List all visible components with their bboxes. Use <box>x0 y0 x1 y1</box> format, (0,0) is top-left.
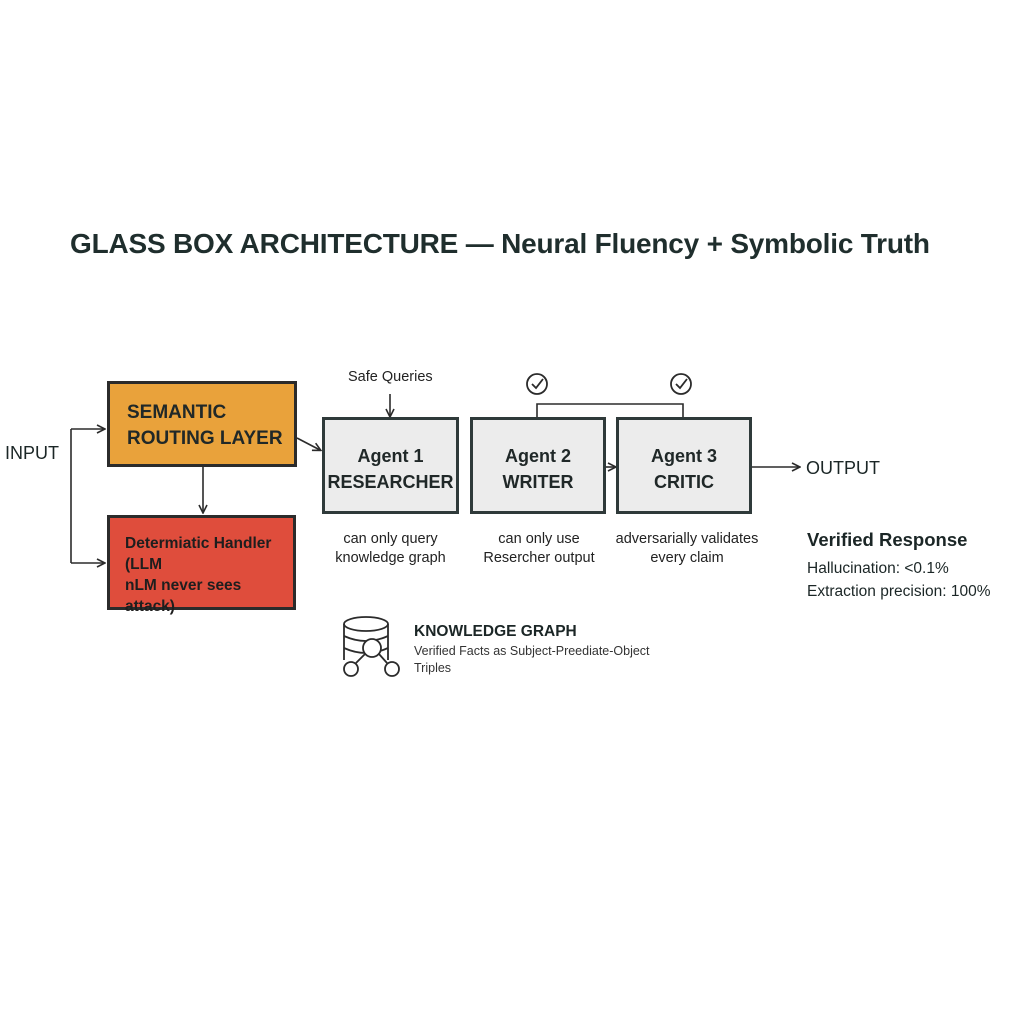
agent-2-caption: can only use Resercher output <box>464 530 614 568</box>
routing-to-agent1-arrow <box>296 437 320 450</box>
handler-label-line1: Determiatic Handler <box>125 535 272 552</box>
routing-label-line2: ROUTING LAYER <box>127 428 283 449</box>
verified-response-heading: Verified Response <box>807 529 968 550</box>
agent-1-role: RESEARCHER <box>327 472 454 492</box>
agent-2-box: Agent 2 WRITER <box>470 417 606 514</box>
semantic-routing-box: SEMANTIC ROUTING LAYER <box>107 381 297 467</box>
deterministic-handler-box: Determiatic Handler (LLM nLM never sees … <box>107 515 296 615</box>
verified-response-panel: Verified Response Hallucination: <0.1% E… <box>807 529 991 603</box>
agent-2-name: Agent 2 <box>504 446 571 466</box>
agent-1-caption-line2: knowledge graph <box>335 550 446 566</box>
agent-2-caption-line1: can only use <box>498 531 580 547</box>
agent-3-name: Agent 3 <box>650 446 717 466</box>
agent-3-caption-line1: adversarially validates <box>615 531 759 547</box>
agent-1-caption: can only query knowledge graph <box>322 530 459 568</box>
handler-label-line3: nLM never sees attack) <box>125 577 242 615</box>
database-graph-icon <box>343 616 400 677</box>
agent-1-name: Agent 1 <box>357 446 424 466</box>
agent2-agent3-bracket <box>536 403 684 417</box>
agent-1-caption-line1: can only query <box>343 531 438 547</box>
agent-3-role: CRITIC <box>654 472 714 492</box>
extraction-precision-metric: Extraction precision: 100% <box>807 583 991 600</box>
agent-2-role: WRITER <box>502 472 574 492</box>
agent-3-box: Agent 3 CRITIC <box>616 417 752 514</box>
check-circle-icon <box>526 373 548 395</box>
agent-3-caption: adversarially validates every claim <box>604 530 770 568</box>
knowledge-graph-desc-line2: Triples <box>414 661 452 675</box>
check-circle-icon <box>670 373 692 395</box>
handler-label-line2: (LLM <box>125 556 163 573</box>
safe-queries-label: Safe Queries <box>348 369 433 385</box>
input-label: INPUT <box>5 443 59 463</box>
knowledge-graph-legend: KNOWLEDGE GRAPH Verified Facts as Subjec… <box>414 623 650 677</box>
agent-2-caption-line2: Resercher output <box>483 550 595 566</box>
knowledge-graph-desc-line1: Verified Facts as Subject-Preediate-Obje… <box>414 644 650 658</box>
routing-label-line1: SEMANTIC <box>127 402 227 423</box>
page-title: GLASS BOX ARCHITECTURE — Neural Fluency … <box>70 228 930 259</box>
knowledge-graph-title: KNOWLEDGE GRAPH <box>414 623 577 640</box>
hallucination-metric: Hallucination: <0.1% <box>807 560 949 577</box>
agent-3-caption-line2: every claim <box>650 550 724 566</box>
output-label: OUTPUT <box>806 458 880 478</box>
agent-1-box: Agent 1 RESEARCHER <box>322 417 459 514</box>
